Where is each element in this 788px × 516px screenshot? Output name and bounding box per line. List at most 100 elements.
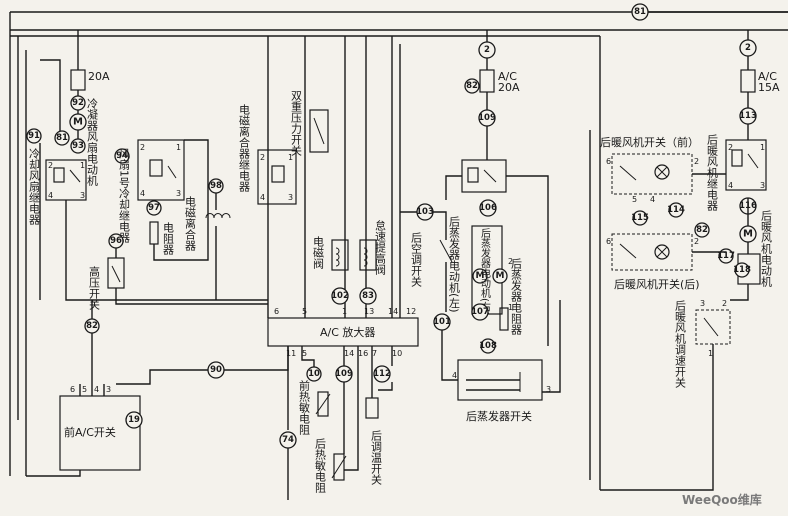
node-109-top-label: 109 [478, 113, 496, 123]
hp-switch-label: 高压开关 [88, 265, 101, 311]
svg-text:6: 6 [606, 157, 611, 166]
svg-text:13: 13 [364, 307, 374, 316]
clutch-relay-label: 电磁离合器继电器 [238, 104, 251, 193]
svg-text:14: 14 [388, 307, 398, 316]
svg-text:2: 2 [694, 237, 699, 246]
node-19 [125, 411, 143, 429]
svg-text:3: 3 [176, 189, 181, 198]
svg-text:1: 1 [508, 303, 513, 312]
rear-heat-fan-front-label: 后暖风机开关（前） [600, 135, 699, 149]
svg-text:6: 6 [606, 237, 611, 246]
svg-text:10: 10 [392, 349, 402, 358]
hp-switch-section: 96 高压开关 82 [84, 233, 268, 384]
node-74-label: 74 [282, 435, 294, 445]
fuse-rear-heat [740, 69, 756, 93]
svg-text:2: 2 [140, 143, 145, 152]
rear-evap-resistor-label: 后蒸发器电阻器 [510, 258, 523, 336]
clutch-relay-section: 2 1 4 3 电磁离合器继电器 [238, 104, 297, 205]
svg-text:1: 1 [708, 349, 713, 358]
dual-pressure-label: 双重压力开关 [290, 90, 303, 157]
node-91-label: 91 [28, 131, 40, 141]
rear-heat-fan-rear-switch [611, 233, 693, 271]
svg-text:2: 2 [508, 257, 513, 266]
node-115-label: 115 [631, 213, 649, 223]
node-93-label: 93 [72, 141, 84, 151]
node-98-label: 98 [210, 181, 222, 191]
dual-pressure-switch [309, 109, 329, 153]
rear-heat-speed-label: 后暖风机调速开关 [674, 300, 687, 389]
svg-text:6: 6 [274, 307, 279, 316]
node-117-label: 117 [717, 251, 735, 261]
svg-text:2: 2 [260, 153, 265, 162]
mag-clutch-coil [205, 213, 231, 219]
bus-wires [9, 11, 788, 490]
rear-heat-fan-front-switch [611, 153, 693, 195]
node-81-top-label: 81 [634, 7, 646, 17]
node-103-label: 103 [416, 207, 434, 217]
node-97-label: 97 [148, 203, 160, 213]
fan-resistor-label: 电阻器 [162, 222, 175, 256]
svg-text:4: 4 [452, 371, 457, 380]
cond-fan-motor-label: 冷凝器风扇电动机 [86, 98, 99, 186]
svg-text:M: M [496, 271, 505, 281]
node-94-label: 94 [116, 151, 128, 161]
valves-section: 电磁阀 102 怠速提高阀 83 [312, 219, 387, 305]
fan1-relay-box [137, 139, 185, 201]
node-109-bottom-label: 109 [335, 369, 353, 379]
svg-text:4: 4 [260, 193, 265, 202]
cond-fan-relay-label: 冷却风扇继电器 [28, 148, 41, 226]
fan1-relay-coil [149, 159, 163, 177]
rear-heat-fan-rear-label: 后暖风机开关(后) [614, 277, 700, 291]
fan1-relay-label: 风扇1号冷却继电器 [118, 148, 131, 244]
svg-text:3: 3 [106, 385, 111, 394]
node-115 [632, 210, 648, 226]
rear-heat-relay-box [725, 139, 767, 191]
front-ac-switch-box [59, 395, 141, 471]
node-107 [471, 303, 489, 321]
lamp-front-icon [654, 164, 670, 180]
svg-text:1: 1 [176, 143, 181, 152]
rear-evap-motor-r-label: 后蒸发器电动机(右) [479, 228, 491, 316]
node-108-label: 108 [479, 341, 497, 351]
node-19-label: 19 [128, 415, 140, 425]
node-82-mid-label: 82 [466, 81, 478, 91]
rear-ac-switch-label: 后空调开关 [410, 232, 423, 288]
rear-heat-speed-switch [695, 309, 731, 345]
svg-text:4: 4 [728, 181, 733, 190]
node-82-left-label: 82 [86, 321, 98, 331]
rear-evap-switch-box [457, 359, 543, 401]
dual-pressure-section: 双重压力开关 [290, 90, 329, 157]
node-2-b-label: 2 [745, 43, 751, 53]
rear-evap-motor-label: 后蒸发器电动机(左) [448, 216, 461, 313]
solenoid-valve-label: 电磁阀 [312, 236, 325, 270]
svg-text:7: 7 [372, 349, 377, 358]
node-82-right-label: 82 [696, 225, 708, 235]
svg-text:3: 3 [80, 191, 85, 200]
svg-text:4: 4 [650, 195, 655, 204]
idle-up-valve-label: 怠速提高阀 [374, 219, 387, 276]
rear-evap-switch-label: 后蒸发器开关 [466, 409, 532, 423]
svg-text:3: 3 [288, 193, 293, 202]
ac-amp-box [267, 317, 419, 347]
node-90 [207, 361, 225, 379]
svg-text:2: 2 [48, 161, 53, 170]
fuse-cond-fan-label: 20A [88, 70, 110, 83]
svg-text:12: 12 [406, 307, 416, 316]
front-ac-switch-section: 前A/C开关 6 5 4 3 19 90 [26, 346, 289, 477]
thermistor-section: 74 10 前热敏电阻 109 后热敏电阻 112 后调温开关 [279, 346, 393, 500]
idle-up-valve [359, 239, 377, 271]
front-ac-switch-label: 前A/C开关 [64, 425, 116, 439]
front-thermistor [317, 391, 329, 417]
mag-clutch-section: 98 电磁离合器 [184, 178, 231, 300]
svg-text:M: M [743, 229, 753, 240]
fan1-relay-section: 94 风扇1号冷却继电器 2 1 4 3 97 电阻器 [114, 139, 209, 261]
svg-text:5: 5 [302, 349, 307, 358]
node-91 [26, 128, 42, 144]
clutch-relay-box [257, 149, 297, 205]
rear-evap-resistor [499, 307, 509, 331]
fuse-cond-fan-text: 20A [88, 70, 110, 83]
